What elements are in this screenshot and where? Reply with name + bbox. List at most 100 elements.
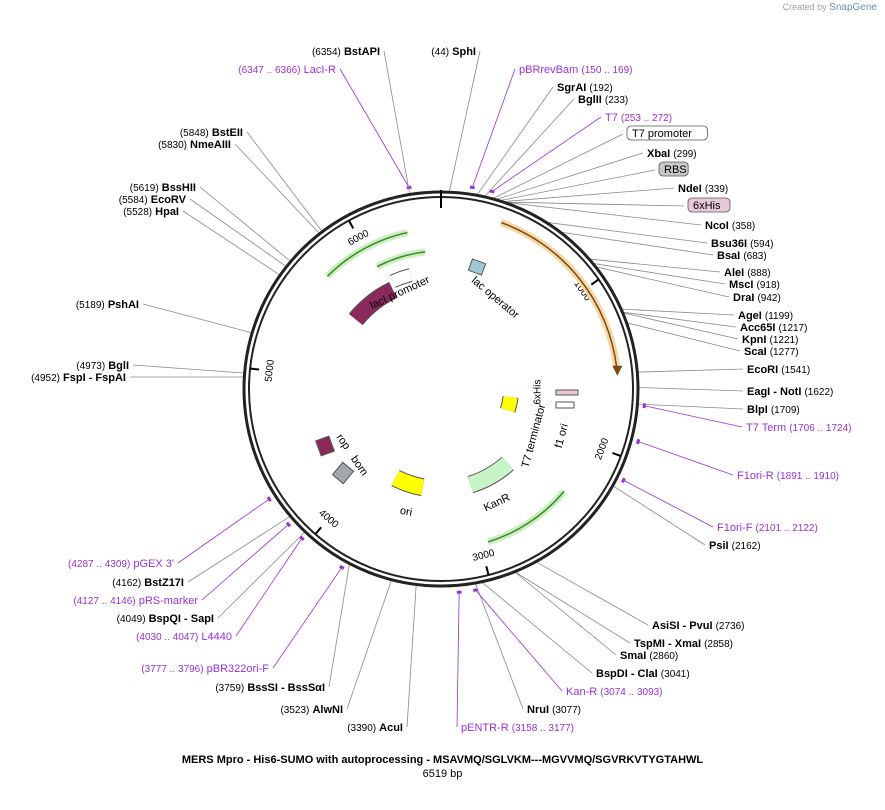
site-label-bstz17i: (4162) BstZ17I <box>112 577 184 589</box>
site-label-xbai: XbaI (299) <box>647 148 697 160</box>
site-text-sgrai: SgrAI (192) <box>557 82 613 94</box>
site-text-pshai: (5189) PshAI <box>76 299 139 311</box>
site-text-tspmi: TspMI - XmaI (2858) <box>634 638 733 650</box>
scale-tick-2000 <box>612 451 622 458</box>
leader-acui <box>406 585 417 728</box>
feature-label-rop: rop <box>334 432 353 452</box>
site-text-bstapi: (6354) BstAPI <box>312 46 380 58</box>
site-label-eagi: EagI - NotI (1622) <box>747 386 833 398</box>
leader-smai <box>515 572 617 656</box>
leader-nmeaiii <box>234 143 320 234</box>
site-text-sphi: (44) SphI <box>431 46 476 58</box>
site-text-bsshii: (5619) BssHII <box>130 182 196 194</box>
leader-asisi <box>536 561 649 626</box>
leader-bstz17i <box>187 516 290 583</box>
primer-mark-kanr_p <box>472 588 479 592</box>
primer-mark-prsmarker <box>285 521 292 528</box>
scale-tick-1000 <box>590 278 600 286</box>
site-text-kanr_p: Kan-R (3074 .. 3093) <box>566 686 663 698</box>
leader-prsmarker <box>201 524 289 601</box>
site-label-acui: (3390) AcuI <box>347 722 403 734</box>
scale-tick-3000 <box>485 566 490 576</box>
site-text-nrui: NruI (3077) <box>527 704 581 716</box>
insert-arrowhead <box>612 365 623 376</box>
plasmid-title: MERS Mpro - His6-SUMO with autoprocessin… <box>181 754 704 766</box>
box-text-his6: 6xHis <box>693 200 721 212</box>
site-text-ecorv: (5584) EcoRV <box>119 194 187 206</box>
site-label-bsai: BsaI (683) <box>717 250 767 262</box>
leader-bgli <box>132 364 244 374</box>
site-label-scai: ScaI (1277) <box>744 346 799 358</box>
site-text-blpi: BlpI (1709) <box>747 404 800 416</box>
leader-pgex3 <box>177 498 270 564</box>
site-label-drai: DraI (942) <box>733 292 781 304</box>
feature-label-6xhis-inner: 6xHis <box>533 379 544 404</box>
leader-eagi <box>638 387 744 392</box>
site-text-acc65i: Acc65I (1217) <box>740 322 807 334</box>
site-label-laci_p: (6347 .. 6366) LacI-R <box>238 64 336 76</box>
site-label-pbr322: (3777 .. 3796) pBR322ori-F <box>141 663 269 675</box>
primer-mark-pbr322 <box>339 564 345 570</box>
leader-f1orir <box>637 441 734 476</box>
leader-bsteii <box>246 131 323 232</box>
site-text-pentrr: pENTR-R (3158 .. 3177) <box>461 722 574 734</box>
leader-bsshii <box>199 186 291 262</box>
snapgene-logo: SnapGene <box>829 2 877 13</box>
site-label-sphi: (44) SphI <box>431 46 476 58</box>
site-label-kpni: KpnI (1221) <box>742 334 798 346</box>
backbone-inner-strand <box>248 196 634 582</box>
site-label-bsu36i: Bsu36I (594) <box>711 238 774 250</box>
site-label-pshai: (5189) PshAI <box>76 299 139 311</box>
site-text-pbr322: (3777 .. 3796) pBR322ori-F <box>141 663 269 675</box>
site-text-pgex3: (4287 .. 4309) pGEX 3' <box>68 558 174 570</box>
leader-msci <box>594 263 726 285</box>
laci-promoter-orf-halo <box>375 248 426 270</box>
insert-region-halo <box>499 219 621 368</box>
site-label-sgrai: SgrAI (192) <box>557 82 613 94</box>
site-text-bsai: BsaI (683) <box>717 250 767 262</box>
leader-bsssi <box>328 564 350 688</box>
site-text-ecori: EcoRI (1541) <box>747 364 810 376</box>
site-label-nmeaiii: (5830) NmeAIII <box>158 139 231 151</box>
feature-label-f1ori: f1 ori <box>553 423 571 450</box>
site-text-smai: SmaI (2860) <box>620 650 678 662</box>
site-text-f1orif: F1ori-F (2101 .. 2122) <box>717 522 818 534</box>
feature-t7-terminator-box <box>555 401 575 409</box>
site-label-alwni: (3523) AlwNI <box>280 704 343 716</box>
site-label-t7promoter: T7 promoter <box>626 125 708 141</box>
leader-t7term <box>644 405 743 428</box>
primer-mark-laci_p <box>406 185 412 190</box>
site-label-bglii: BglII (233) <box>578 94 628 106</box>
leader-kanr_p <box>475 589 563 692</box>
site-label-psii: PsiI (2162) <box>709 540 761 552</box>
laci-promoter-orf-arrow <box>376 251 426 268</box>
site-label-nrui: NruI (3077) <box>527 704 581 716</box>
feature-label-ori: ori <box>399 505 413 519</box>
leader-his6 <box>506 201 685 207</box>
site-label-rbs: RBS <box>658 161 689 177</box>
site-text-ndei: NdeI (339) <box>678 183 728 195</box>
site-text-bglii: BglII (233) <box>578 94 628 106</box>
site-text-nmeaiii: (5830) NmeAIII <box>158 139 231 151</box>
site-label-acc65i: Acc65I (1217) <box>740 322 807 334</box>
kanr-orf-arrow <box>487 490 565 543</box>
site-label-f1orif: F1ori-F (2101 .. 2122) <box>717 522 818 534</box>
site-label-bspdi: BspDI - ClaI (3041) <box>596 668 690 680</box>
credit-prefix: Created by <box>782 2 827 12</box>
leader-f1orif <box>623 479 714 528</box>
site-label-asisi: AsiSI - PvuI (2736) <box>652 620 745 632</box>
primer-mark-pgex3 <box>266 496 272 502</box>
leader-hpai <box>182 210 280 275</box>
scale-tick-6000 <box>348 220 355 229</box>
site-label-prsmarker: (4127 .. 4146) pRS-marker <box>73 595 198 607</box>
site-text-l4440: (4030 .. 4047) L4440 <box>136 631 232 643</box>
leader-blpi <box>638 403 744 410</box>
site-label-t7term: T7 Term (1706 .. 1724) <box>746 422 851 434</box>
site-label-bsshii: (5619) BssHII <box>130 182 196 194</box>
site-text-eagi: EagI - NotI (1622) <box>747 386 833 398</box>
leader-scai <box>627 322 741 352</box>
box-t7promoter <box>626 125 708 141</box>
leader-pbr322 <box>272 567 343 669</box>
